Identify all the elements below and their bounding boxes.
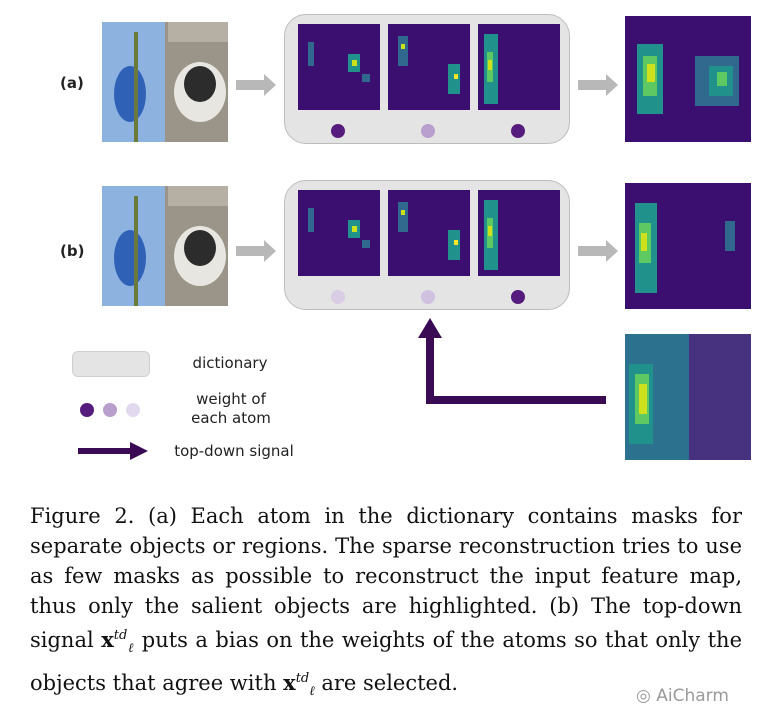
watermark-text: AiCharm [656, 686, 729, 706]
weight-dot [331, 124, 345, 138]
legend-weight-label: weight of each atom [191, 390, 271, 427]
input-image-b [102, 186, 228, 306]
atom-map [298, 24, 380, 110]
weight-dot [511, 290, 525, 304]
arrow-right-icon [578, 74, 618, 96]
arrow-right-icon [236, 74, 276, 96]
atom-map [298, 190, 380, 276]
weight-dot [331, 290, 345, 304]
legend-arrow-icon [78, 442, 148, 460]
caption-part-1: Figure 2. (a) Each atom in the dictionar… [30, 504, 742, 652]
caption-part-3: are selected. [321, 671, 459, 696]
output-map-a [625, 16, 751, 142]
atom-map [388, 190, 470, 276]
weight-dot [421, 124, 435, 138]
arrow-right-icon [578, 240, 618, 262]
legend-weight-dot [103, 403, 117, 417]
output-map-b [625, 183, 751, 309]
weight-dot [511, 124, 525, 138]
legend-weight-dot [126, 403, 140, 417]
caption-math-x: xtdℓ [283, 670, 315, 700]
arrow-right-icon [236, 240, 276, 262]
atom-map [388, 24, 470, 110]
topdown-signal-arrow-icon [418, 318, 606, 404]
legend-weight-dot [80, 403, 94, 417]
legend-topdown-label: top-down signal [174, 442, 294, 460]
legend-dictionary-swatch [72, 351, 150, 377]
atom-map [478, 24, 560, 110]
row-label-a: (a) [60, 74, 84, 92]
caption-part-2: puts a bias on the weights of the atoms … [30, 628, 742, 696]
topdown-map [625, 334, 751, 460]
atom-map [478, 190, 560, 276]
figure-caption: Figure 2. (a) Each atom in the dictionar… [30, 501, 742, 707]
wechat-icon: ◎ [636, 686, 651, 706]
row-label-b: (b) [60, 242, 85, 260]
legend-dictionary-label: dictionary [192, 354, 268, 372]
input-image-a [102, 22, 228, 142]
weight-dot [421, 290, 435, 304]
watermark: ◎ AiCharm [636, 686, 729, 706]
caption-math-x: xtdℓ [101, 627, 135, 657]
